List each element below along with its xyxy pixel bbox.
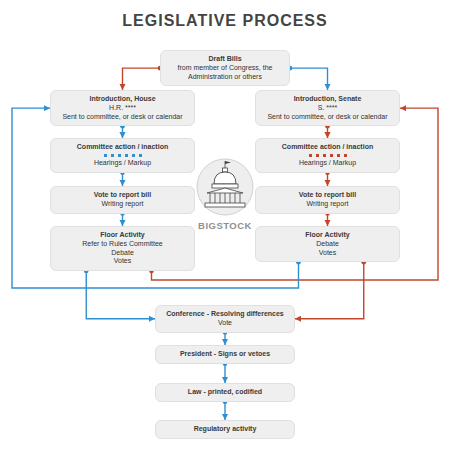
flow-arrow <box>290 68 328 90</box>
base <box>205 203 245 207</box>
star-row <box>102 153 144 158</box>
flag <box>225 161 231 164</box>
box-text: H.R. **** <box>56 104 189 113</box>
star-row <box>307 153 349 158</box>
box-heading: Floor Activity <box>56 231 189 240</box>
process-box: Regulatory activity <box>155 420 295 439</box>
box-heading: Conference - Resolving differences <box>161 310 289 319</box>
box-heading: Vote to report bill <box>261 191 394 200</box>
box-text: Hearings / Markup <box>261 159 394 168</box>
box-text: Sent to committee, or desk or calendar <box>56 113 189 122</box>
process-box: Vote to report billWriting report <box>50 186 195 214</box>
process-box: Floor ActivityDebateVotes <box>255 226 400 262</box>
box-heading: Introduction, Senate <box>261 95 394 104</box>
box-heading: Committee action / inaction <box>261 143 394 152</box>
box-text: Hearings / Markup <box>56 159 189 168</box>
flow-arrow <box>224 364 225 383</box>
box-text: Writing report <box>56 200 189 209</box>
flow-arrow <box>295 262 364 319</box>
process-box: Committee action / inactionHearings / Ma… <box>50 138 195 173</box>
drum <box>212 184 238 188</box>
box-text: Sent to committee, or desk or calendar <box>261 113 394 122</box>
box-heading: Draft Bills <box>166 55 284 64</box>
box-heading: Committee action / inaction <box>56 143 189 152</box>
box-heading: Introduction, House <box>56 95 189 104</box>
flow-arrow <box>86 271 155 319</box>
box-heading: Regulatory activity <box>161 425 289 434</box>
flow-arrow <box>123 68 161 90</box>
dome <box>214 172 236 184</box>
columns <box>210 193 240 203</box>
capitol-icon <box>197 159 253 215</box>
watermark: BIGSTOCK <box>195 220 255 231</box>
process-box: Introduction, HouseH.R. ****Sent to comm… <box>50 90 195 126</box>
pediment <box>207 188 243 193</box>
process-box: Introduction, SenateS. ****Sent to commi… <box>255 90 400 126</box>
process-box: Floor ActivityRefer to Rules CommitteeDe… <box>50 226 195 271</box>
box-text: Votes <box>261 249 394 258</box>
diagram-title: LEGISLATIVE PROCESS <box>0 12 450 30</box>
process-box: Draft Billsfrom member of Congress, the … <box>160 50 290 86</box>
box-text: Debate <box>261 240 394 249</box>
process-box: Vote to report billWriting report <box>255 186 400 214</box>
flow-arrow <box>224 402 225 420</box>
box-text: S. **** <box>261 104 394 113</box>
process-box: Committee action / inactionHearings / Ma… <box>255 138 400 173</box>
icon-circle <box>197 159 253 215</box>
process-box: Conference - Resolving differencesVote <box>155 305 295 333</box>
box-text: Writing report <box>261 200 394 209</box>
lantern <box>223 168 228 172</box>
box-text: Debate <box>56 249 189 258</box>
box-text: Votes <box>56 257 189 266</box>
box-text: from member of Congress, the Administrat… <box>166 64 284 82</box>
box-text: Refer to Rules Committee <box>56 240 189 249</box>
box-text: Vote <box>161 319 289 328</box>
box-heading: Vote to report bill <box>56 191 189 200</box>
box-heading: Law - printed, codified <box>161 388 289 397</box>
process-box: Law - printed, codified <box>155 383 295 402</box>
process-box: President - Signs or vetoes <box>155 345 295 364</box>
box-heading: Floor Activity <box>261 231 394 240</box>
box-heading: President - Signs or vetoes <box>161 350 289 359</box>
